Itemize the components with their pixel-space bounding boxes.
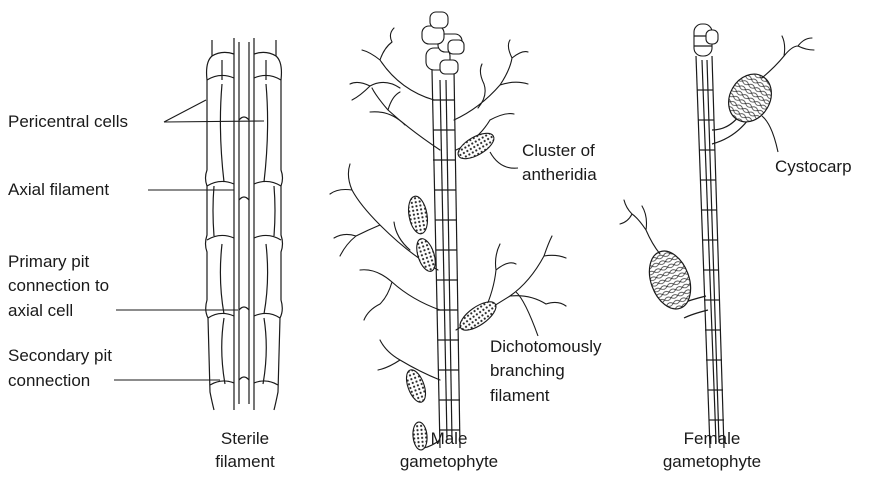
- label-cystocarp: Cystocarp: [775, 157, 852, 176]
- label-primary-pit-line2: connection to: [8, 276, 109, 295]
- label-dichotomous-line3: filament: [490, 386, 550, 405]
- female-gametophyte: [620, 24, 814, 448]
- caption-male-line1: Male: [431, 429, 468, 448]
- label-antheridia-line2: antheridia: [522, 165, 597, 184]
- caption-female-line2: gametophyte: [663, 452, 761, 471]
- caption-male-line2: gametophyte: [400, 452, 498, 471]
- caption-female-line1: Female: [684, 429, 741, 448]
- caption-sterile-line2: filament: [215, 452, 275, 471]
- sterile-leaders: [114, 100, 264, 380]
- label-axial-filament: Axial filament: [8, 180, 109, 199]
- label-secondary-pit-line2: connection: [8, 371, 90, 390]
- label-dichotomous-line1: Dichotomously: [490, 337, 602, 356]
- label-pericentral-cells: Pericentral cells: [8, 112, 128, 131]
- female-leaders: [762, 116, 778, 152]
- label-dichotomous-line2: branching: [490, 361, 565, 380]
- sterile-filament: [206, 38, 283, 410]
- male-gametophyte: [330, 12, 566, 451]
- label-secondary-pit-line1: Secondary pit: [8, 346, 112, 365]
- caption-sterile-line1: Sterile: [221, 429, 269, 448]
- label-antheridia-line1: Cluster of: [522, 141, 595, 160]
- label-primary-pit-line1: Primary pit: [8, 252, 90, 271]
- label-primary-pit-line3: axial cell: [8, 301, 73, 320]
